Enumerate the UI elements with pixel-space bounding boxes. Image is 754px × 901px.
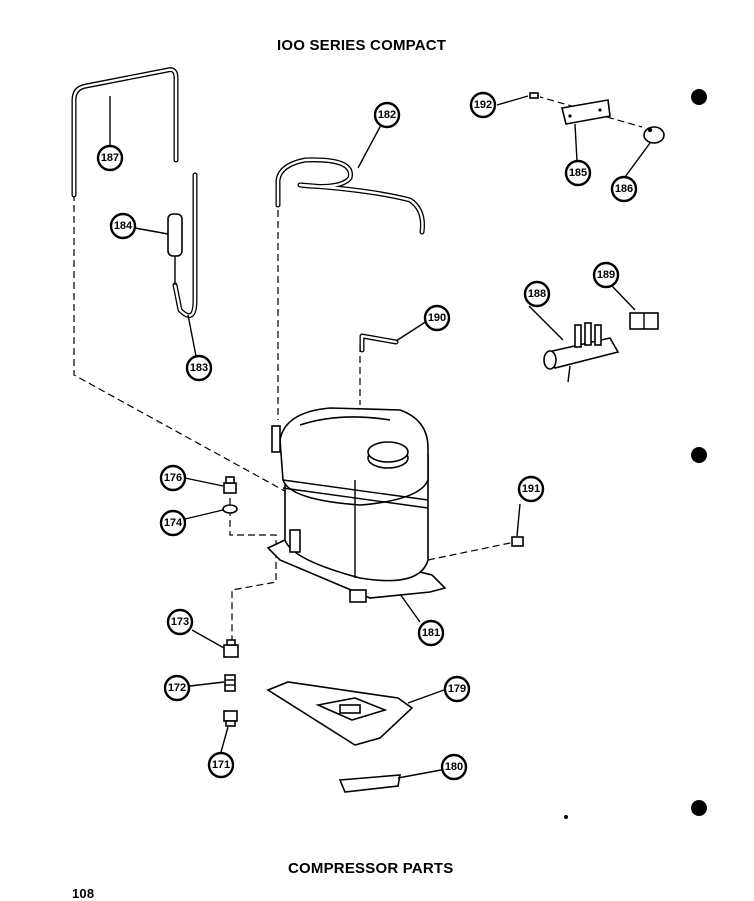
binder-hole-mark xyxy=(691,89,707,105)
svg-text:184: 184 xyxy=(114,220,133,232)
svg-text:171: 171 xyxy=(212,759,230,771)
relay-188 xyxy=(543,322,620,383)
screw-192 xyxy=(529,92,539,99)
svg-text:181: 181 xyxy=(422,627,440,639)
svg-text:180: 180 xyxy=(445,761,463,773)
svg-text:173: 173 xyxy=(171,616,189,628)
drier-tube-183 xyxy=(172,172,198,319)
callout-174: 174 xyxy=(159,509,187,537)
compressor-181 xyxy=(266,407,447,603)
svg-text:190: 190 xyxy=(428,312,446,324)
callout-185: 185 xyxy=(564,159,592,187)
binder-hole-mark xyxy=(691,447,707,463)
callout-191: 191 xyxy=(517,475,545,503)
callout-173: 173 xyxy=(166,608,194,636)
capillary-tube-187 xyxy=(71,67,179,198)
callout-183: 183 xyxy=(185,354,213,382)
nut-173 xyxy=(223,639,239,658)
svg-text:189: 189 xyxy=(597,269,615,281)
leader-lines xyxy=(109,95,651,779)
assembly-line-mount xyxy=(229,498,277,640)
clamp-185 xyxy=(561,99,611,125)
svg-text:179: 179 xyxy=(448,683,466,695)
callout-172: 172 xyxy=(163,674,191,702)
spring-172 xyxy=(224,674,236,692)
page-number: 108 xyxy=(72,886,95,901)
svg-text:186: 186 xyxy=(615,183,633,195)
callout-171: 171 xyxy=(207,751,235,779)
assembly-line-clamp xyxy=(606,116,643,128)
base-plate-179 xyxy=(266,681,414,746)
callout-176: 176 xyxy=(159,464,187,492)
callout-190: 190 xyxy=(423,304,451,332)
callout-192: 192 xyxy=(469,91,497,119)
process-tube-190 xyxy=(359,333,399,353)
svg-text:192: 192 xyxy=(474,99,492,111)
clip-191 xyxy=(511,536,524,547)
svg-text:188: 188 xyxy=(528,288,546,300)
assembly-line-screw xyxy=(539,96,576,108)
callout-181: 181 xyxy=(417,619,445,647)
bolt-171 xyxy=(223,710,238,727)
callout-180: 180 xyxy=(440,753,468,781)
callout-179: 179 xyxy=(443,675,471,703)
diagram-caption: COMPRESSOR PARTS xyxy=(288,860,454,877)
callout-184: 184 xyxy=(109,212,137,240)
speck-mark xyxy=(564,815,568,819)
svg-text:182: 182 xyxy=(378,109,396,121)
binder-hole-mark xyxy=(691,800,707,816)
callout-186: 186 xyxy=(610,175,638,203)
assembly-line-capillary xyxy=(73,150,293,496)
svg-text:172: 172 xyxy=(168,682,186,694)
callout-188: 188 xyxy=(523,280,551,308)
callout-187: 187 xyxy=(96,144,124,172)
svg-text:187: 187 xyxy=(101,152,119,164)
svg-text:174: 174 xyxy=(164,517,183,529)
grommet-176 xyxy=(223,476,237,494)
filter-drier-184 xyxy=(167,213,183,285)
bracket-180 xyxy=(338,774,401,793)
svg-text:176: 176 xyxy=(164,472,182,484)
svg-text:183: 183 xyxy=(190,362,208,374)
terminal-block-189 xyxy=(629,312,659,330)
svg-text:185: 185 xyxy=(569,167,587,179)
assembly-line-clip xyxy=(427,541,516,561)
page-title: IOO SERIES COMPACT xyxy=(277,37,447,54)
grommet-186 xyxy=(643,126,665,144)
svg-text:191: 191 xyxy=(522,483,540,495)
washer-174 xyxy=(222,504,238,514)
callout-182: 182 xyxy=(373,101,401,129)
callout-189: 189 xyxy=(592,261,620,289)
suction-tube-182 xyxy=(275,157,425,235)
